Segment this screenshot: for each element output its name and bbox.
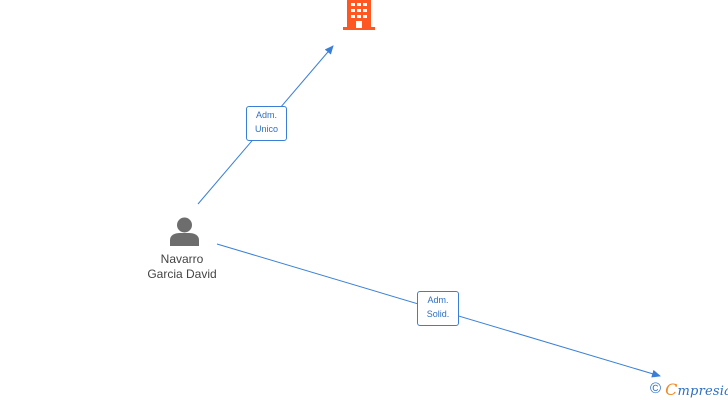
person-name[interactable]: Navarro Garcia David bbox=[122, 252, 242, 282]
person-name-line1: Navarro bbox=[160, 252, 204, 266]
relation-label-line2: Unico bbox=[254, 124, 278, 134]
brand-rest: mpresia bbox=[677, 383, 728, 399]
brand-watermark: © Cmpresia bbox=[650, 379, 728, 399]
brand-first-letter: C bbox=[665, 379, 678, 399]
building-icon[interactable] bbox=[342, 0, 376, 31]
relation-label-adm-solid[interactable]: Adm. Solid. bbox=[417, 291, 459, 326]
brand-logo: Cmpresia bbox=[665, 380, 728, 399]
person-icon[interactable] bbox=[169, 216, 200, 246]
relation-label-line1: Adm. bbox=[255, 110, 277, 120]
relation-label-line2: Solid. bbox=[426, 309, 450, 319]
relation-label-line1: Adm. bbox=[427, 295, 449, 305]
copyright-symbol: © bbox=[650, 380, 662, 397]
relation-label-adm-unico[interactable]: Adm. Unico bbox=[246, 106, 287, 141]
person-name-line2: Garcia David bbox=[147, 267, 217, 281]
